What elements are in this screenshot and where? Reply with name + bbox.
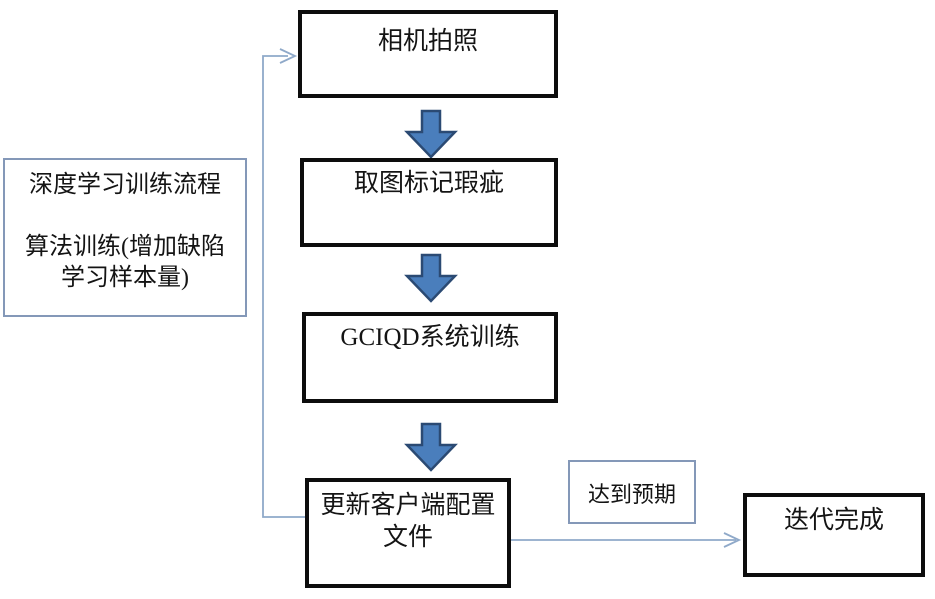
node-update-config-label-line2: 文件	[382, 524, 433, 551]
down-block-arrow-icon	[404, 253, 458, 303]
side-note-spacer	[5, 201, 245, 232]
side-note-box: 深度学习训练流程 算法训练(增加缺陷 学习样本量)	[3, 158, 247, 317]
node-mark-defects-label: 取图标记瑕疵	[353, 170, 504, 197]
node-iteration-complete-label: 迭代完成	[783, 507, 884, 534]
node-update-config-label-line1: 更新客户端配置	[320, 492, 496, 519]
down-block-arrow-icon	[404, 422, 458, 472]
side-note-line3: 学习样本量)	[61, 265, 189, 291]
side-note-line2: 算法训练(增加缺陷	[25, 234, 225, 260]
down-block-arrow-icon	[404, 109, 458, 159]
node-system-training: GCIQD系统训练	[302, 312, 558, 403]
node-system-training-label: GCIQD系统训练	[340, 324, 520, 351]
condition-label-box: 达到预期	[568, 460, 696, 524]
condition-label: 达到预期	[587, 482, 676, 507]
to-complete-arrowhead-icon	[723, 532, 742, 548]
feedback-connector-line	[262, 55, 305, 518]
node-camera-capture: 相机拍照	[298, 10, 558, 98]
node-iteration-complete: 迭代完成	[743, 493, 925, 577]
node-camera-capture-label: 相机拍照	[377, 28, 478, 55]
feedback-arrowhead-icon	[279, 48, 298, 64]
node-update-config: 更新客户端配置 文件	[305, 478, 511, 588]
node-mark-defects: 取图标记瑕疵	[300, 158, 558, 247]
side-note-line1: 深度学习训练流程	[29, 172, 221, 198]
